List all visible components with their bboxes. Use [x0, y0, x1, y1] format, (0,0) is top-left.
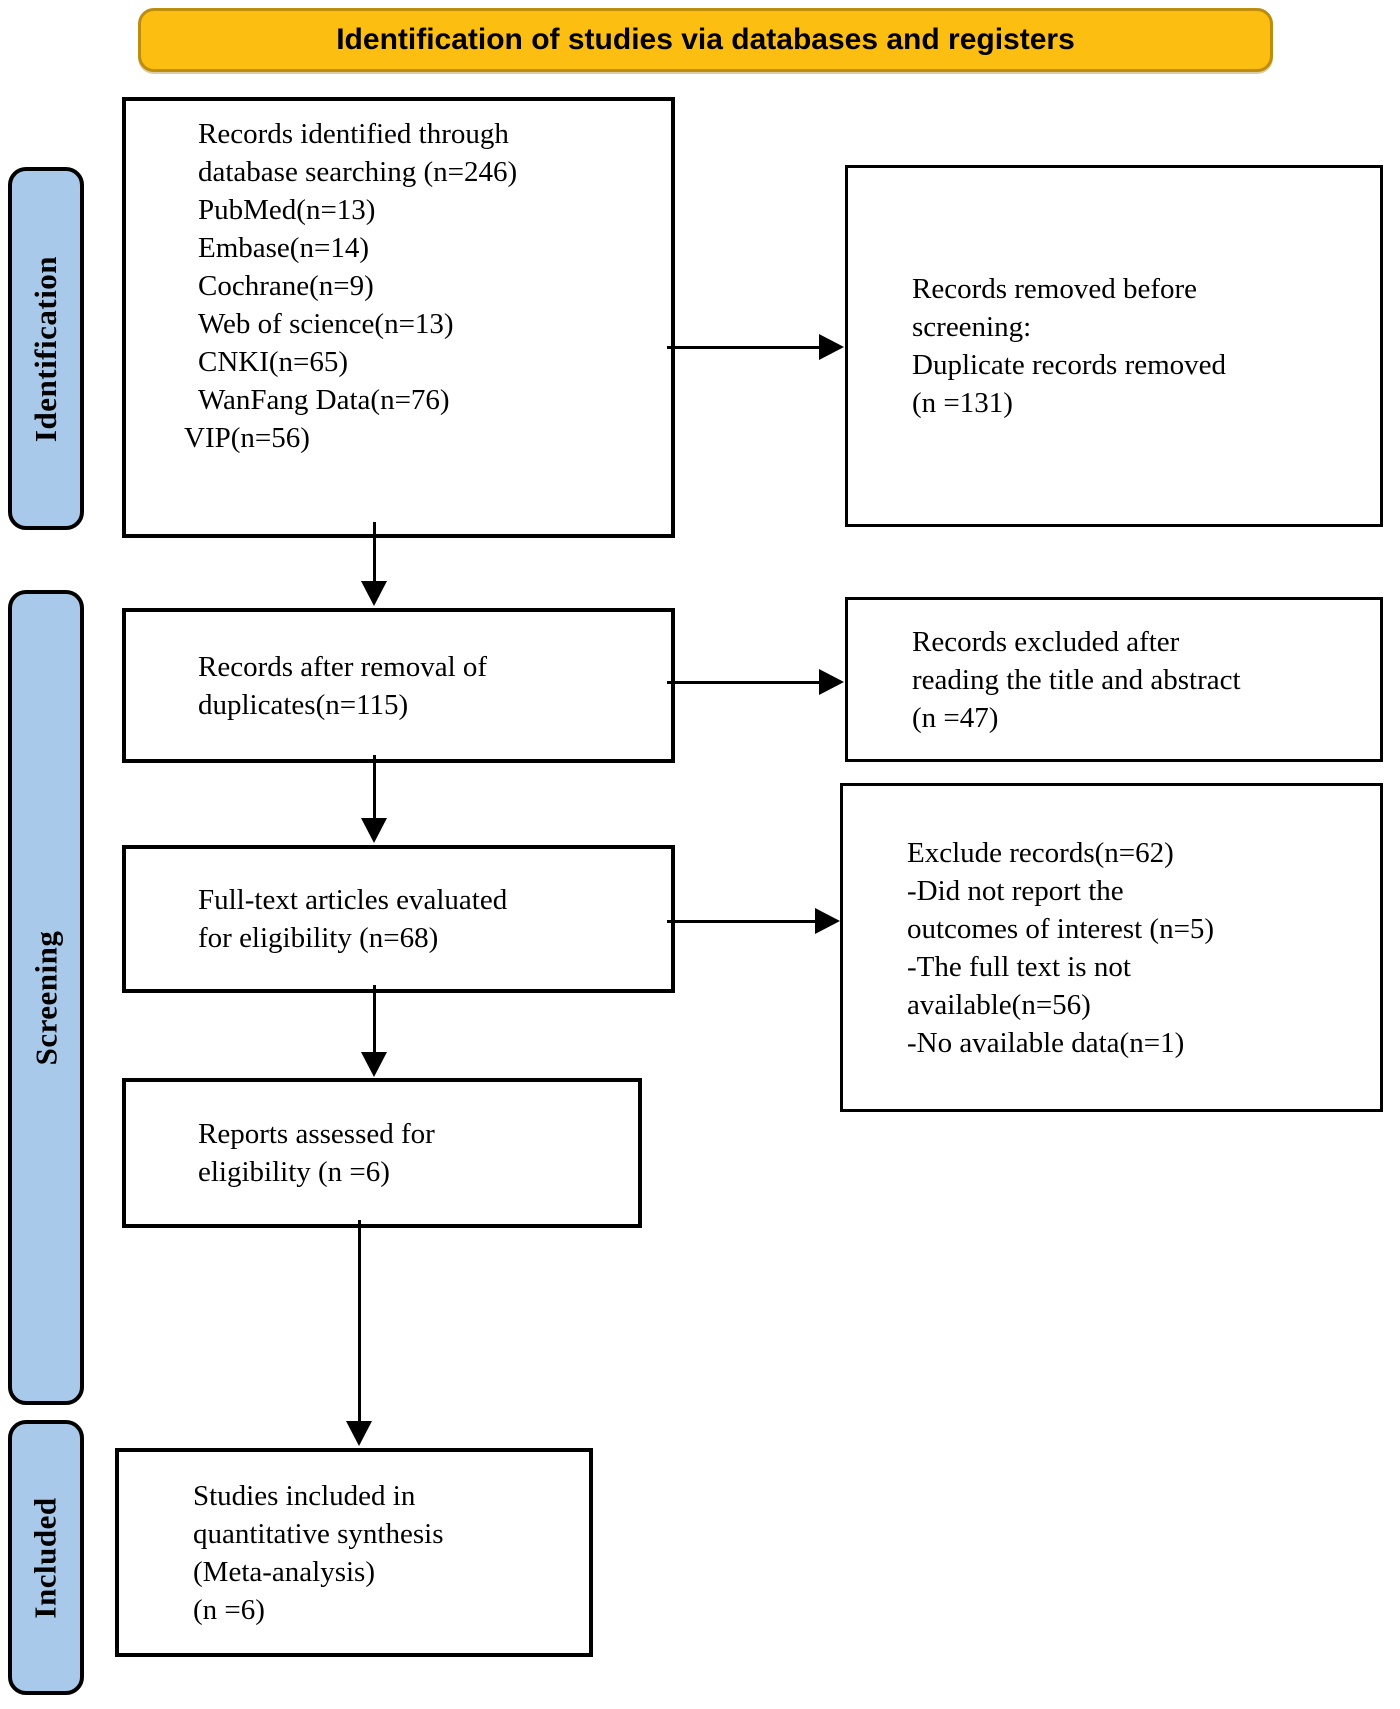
- arrow-line: [373, 522, 376, 582]
- box-text-line: quantitative synthesis: [193, 1517, 444, 1550]
- box-text-line: Embase(n=14): [198, 232, 369, 264]
- arrow-line: [667, 681, 820, 684]
- box-text-line: -The full text is not: [907, 950, 1131, 983]
- arrow-line: [358, 1220, 361, 1422]
- box-text-line: Studies included in: [193, 1479, 416, 1512]
- box-text-line: duplicates(n=115): [198, 688, 409, 721]
- box-text-line: Records after removal of: [198, 650, 488, 683]
- arrow-head-right-icon: [819, 334, 844, 360]
- box-text-line: Exclude records(n=62): [907, 836, 1174, 869]
- box-text-line: Full-text articles evaluated: [198, 884, 508, 916]
- banner-title: Identification of studies via databases …: [138, 8, 1273, 72]
- box-records-identified: Records identified through database sear…: [122, 97, 675, 538]
- box-records-after-duplicates: Records after removal of duplicates(n=11…: [122, 608, 675, 763]
- box-text-line: eligibility (n =6): [198, 1156, 390, 1188]
- arrow-head-down-icon: [361, 818, 387, 843]
- arrow-head-down-icon: [361, 1052, 387, 1077]
- box-text-line: (Meta-analysis): [193, 1555, 375, 1588]
- arrow-line: [667, 920, 816, 923]
- box-text-line: screening:: [912, 311, 1032, 343]
- box-text-line: Records identified through: [198, 118, 509, 150]
- arrow-head-right-icon: [815, 908, 840, 934]
- arrow-head-down-icon: [346, 1421, 372, 1446]
- box-text-line: Duplicate records removed: [912, 349, 1227, 381]
- stage-bar-screening: Screening: [8, 590, 84, 1405]
- stage-bar-included: Included: [8, 1420, 84, 1695]
- box-text-line: outcomes of interest (n=5): [907, 912, 1215, 945]
- box-text-line: for eligibility (n=68): [198, 922, 439, 954]
- box-reports-assessed: Reports assessed for eligibility (n =6): [122, 1078, 642, 1228]
- stage-label-identification: Identification: [28, 255, 63, 442]
- box-text-line: (n =6): [193, 1593, 265, 1626]
- box-records-removed-before-screening: Records removed before screening: Duplic…: [845, 165, 1383, 527]
- box-text-line: -Did not report the: [907, 874, 1124, 907]
- box-records-excluded-title-abstract: Records excluded after reading the title…: [845, 597, 1383, 762]
- stage-bar-identification: Identification: [8, 167, 84, 530]
- box-excluded-records-reasons: Exclude records(n=62) -Did not report th…: [840, 783, 1383, 1112]
- stage-label-screening: Screening: [28, 930, 63, 1065]
- box-text-line: Records removed before: [912, 273, 1198, 305]
- arrow-head-right-icon: [819, 669, 844, 695]
- box-text-line: database searching (n=246): [198, 156, 518, 188]
- box-text-line: WanFang Data(n=76): [198, 384, 450, 416]
- arrow-line: [373, 985, 376, 1053]
- box-text-line: available(n=56): [907, 988, 1091, 1021]
- box-text-line: VIP(n=56): [184, 422, 310, 454]
- box-text-line: Reports assessed for: [198, 1118, 435, 1150]
- arrow-line: [373, 755, 376, 819]
- box-text-line: (n =131): [912, 387, 1013, 419]
- arrow-line: [667, 346, 820, 349]
- box-text-line: -No available data(n=1): [907, 1026, 1185, 1059]
- stage-label-included: Included: [28, 1496, 64, 1619]
- box-text-line: Web of science(n=13): [198, 308, 454, 340]
- box-text-line: Cochrane(n=9): [198, 270, 374, 302]
- box-text-line: Records excluded after: [912, 625, 1180, 658]
- box-fulltext-evaluated: Full-text articles evaluated for eligibi…: [122, 845, 675, 993]
- box-studies-included: Studies included in quantitative synthes…: [115, 1448, 593, 1657]
- box-text-line: reading the title and abstract: [912, 663, 1241, 696]
- box-text-line: CNKI(n=65): [198, 346, 349, 378]
- arrow-head-down-icon: [361, 581, 387, 606]
- box-text-line: (n =47): [912, 701, 999, 734]
- box-text-line: PubMed(n=13): [198, 194, 376, 226]
